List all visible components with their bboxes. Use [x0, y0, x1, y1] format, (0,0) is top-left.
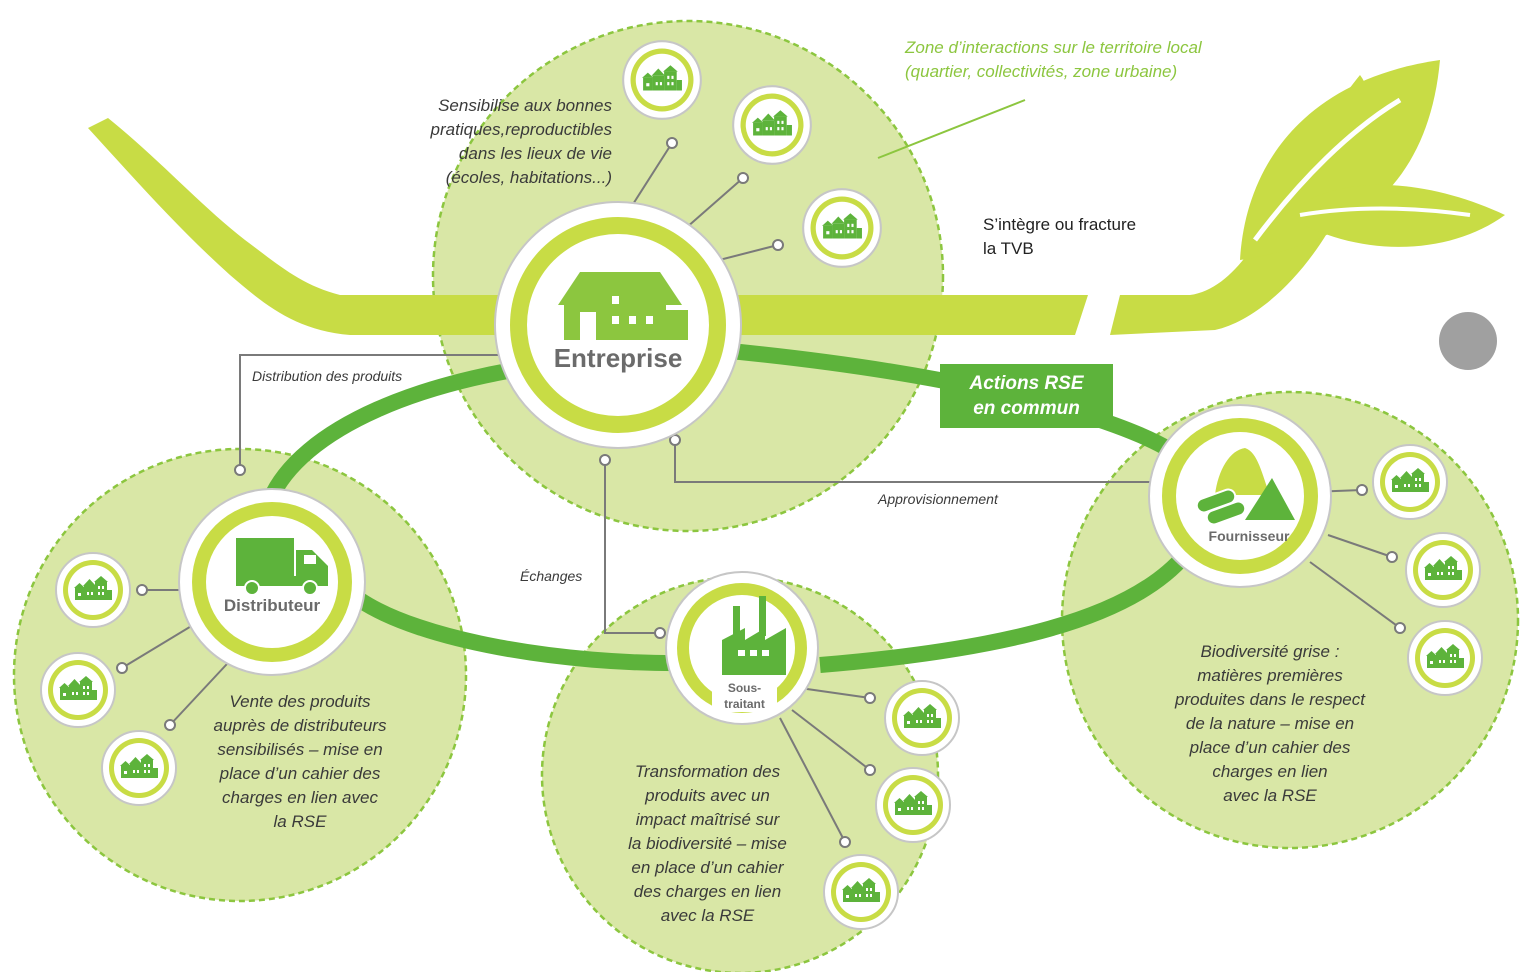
node-fournisseur [1148, 404, 1332, 588]
town-icon [101, 730, 177, 806]
sous-traitant-description: Transformation des produits avec un impa… [628, 762, 787, 925]
actions-rse-box: Actions RSE en commun [940, 364, 1113, 428]
town-icon [823, 854, 899, 930]
zone-pointer-line [877, 99, 1026, 159]
town-icon [1372, 444, 1448, 520]
entreprise-label: Entreprise [553, 343, 683, 373]
satellite-connectors [121, 142, 1401, 843]
town-icon [802, 188, 882, 268]
town-icon [875, 767, 951, 843]
town-icon [732, 85, 812, 165]
leaf-icon [1240, 60, 1505, 260]
link-distribution-label: Distribution des produits [252, 368, 403, 384]
actions-rse-text: Actions RSE en commun [969, 373, 1084, 419]
truck-icon [236, 538, 328, 596]
node-distributeur [178, 488, 366, 676]
town-icon [1407, 620, 1483, 696]
value-chain-ring [262, 342, 1192, 673]
fournisseur-description: Biodiversité grise : matières premières … [1175, 642, 1365, 805]
link-approvisionnement-label: Approvisionnement [878, 491, 998, 507]
node-entreprise [494, 201, 742, 449]
distributeur-description: Vente des produits auprès de distributeu… [213, 692, 387, 831]
town-icon [1405, 532, 1481, 608]
grey-dot [1439, 312, 1497, 370]
zone-text: Zone d’interactions sur le territoire lo… [905, 38, 1202, 81]
raw-materials-icon [1195, 448, 1295, 526]
town-icon [40, 652, 116, 728]
distributeur-label: Distributeur [223, 596, 321, 615]
house-icon [558, 272, 688, 340]
town-icon [55, 552, 131, 628]
node-sous-traitant [665, 571, 819, 725]
entreprise-description: Sensibilise aux bonnes pratiques,reprodu… [430, 96, 612, 187]
link-echanges-label: Échanges [520, 568, 583, 584]
town-icon [884, 680, 960, 756]
tvb-text: S’intègre ou fracture la TVB [983, 215, 1137, 258]
sous-traitant-label: Sous-traitant [712, 680, 777, 712]
links [239, 354, 1155, 634]
town-icon [622, 40, 702, 120]
factory-icon [722, 596, 786, 675]
fournisseur-label: Fournisseur [1208, 528, 1290, 544]
